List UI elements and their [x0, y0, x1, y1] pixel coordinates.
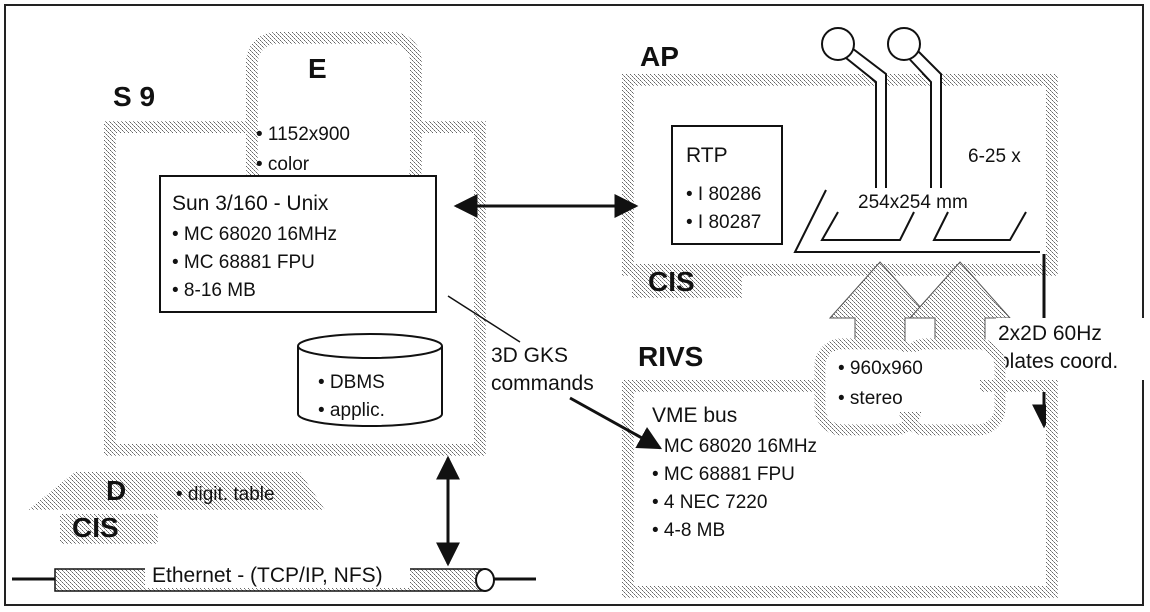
sun-cpu-item-2: • MC 68881 FPU: [172, 252, 315, 273]
digitizer-table-shape: [28, 472, 325, 510]
ap-frame: [622, 74, 1058, 276]
sun-cpu-box: [159, 175, 437, 313]
ethernet-label-bg: [145, 560, 410, 588]
plates-coord-label-bg: [996, 318, 1146, 380]
digitizer-cis-box: [60, 514, 158, 544]
ethernet-cable-end: [475, 568, 495, 592]
plate-stage-outline: [793, 189, 1040, 253]
eyepiece-left-icon: [821, 27, 887, 201]
display-up-arrow-left: [828, 261, 932, 345]
vme-item-1: • MC 68020 16MHz: [652, 436, 817, 457]
display-stereo: • stereo: [838, 388, 903, 409]
vme-item-4: • 4-8 MB: [652, 520, 725, 541]
vme-item-3: • 4 NEC 7220: [652, 492, 767, 513]
sun-cpu-item-1: • MC 68020 16MHz: [172, 224, 337, 245]
ap-zoom-label: 6-25 x: [968, 146, 1021, 167]
rtp-box: [671, 125, 783, 245]
rtp-item-1: • I 80286: [686, 184, 761, 205]
plate-stage-label-bg: [842, 188, 1012, 214]
ap-title: AP: [640, 41, 679, 72]
vme-title: VME bus: [652, 404, 737, 427]
display-resolution: • 960x960: [838, 358, 923, 379]
digitizer-title: D: [106, 475, 126, 506]
monitor-e-resolution: • 1152x900: [256, 124, 350, 145]
plates-coord-line1: 2x2D 60Hz: [998, 322, 1102, 345]
eyepiece-right-icon: [887, 27, 942, 201]
outer-frame: [4, 4, 1144, 606]
database-item-applic: • applic.: [318, 400, 385, 421]
rtp-item-2: • I 80287: [686, 212, 761, 233]
gks-label-line2: commands: [491, 372, 594, 395]
monitor-e-color: • color: [256, 154, 310, 175]
plates-coord-line2: plates coord.: [998, 350, 1118, 373]
ethernet-label: Ethernet - (TCP/IP, NFS): [152, 564, 383, 587]
monitor-e-title: E: [308, 53, 327, 84]
sun-cpu-item-3: • 8-16 MB: [172, 280, 256, 301]
gks-pointer-line: [447, 295, 521, 343]
plate-right: [932, 211, 1027, 241]
display-label-bg: [830, 352, 980, 412]
database-cylinder: [297, 333, 443, 427]
gks-to-rivs-arrow: [569, 396, 663, 450]
digitizer-cis-label: CIS: [72, 512, 119, 543]
ap-cis-box: [632, 268, 742, 298]
plate-size-label: 254x254 mm: [858, 192, 968, 213]
ap-cis-label: CIS: [648, 266, 695, 297]
plate-left: [820, 211, 915, 241]
s9-title: S 9: [113, 81, 155, 112]
sun-cpu-title: Sun 3/160 - Unix: [172, 192, 329, 215]
display-up-arrow-right: [908, 261, 1012, 345]
digitizer-item: • digit. table: [176, 484, 275, 505]
vme-item-2: • MC 68881 FPU: [652, 464, 795, 485]
gks-label-line1: 3D GKS: [491, 344, 568, 367]
rtp-title: RTP: [686, 144, 728, 167]
rivs-title: RIVS: [638, 341, 703, 372]
database-item-dbms: • DBMS: [318, 372, 385, 393]
